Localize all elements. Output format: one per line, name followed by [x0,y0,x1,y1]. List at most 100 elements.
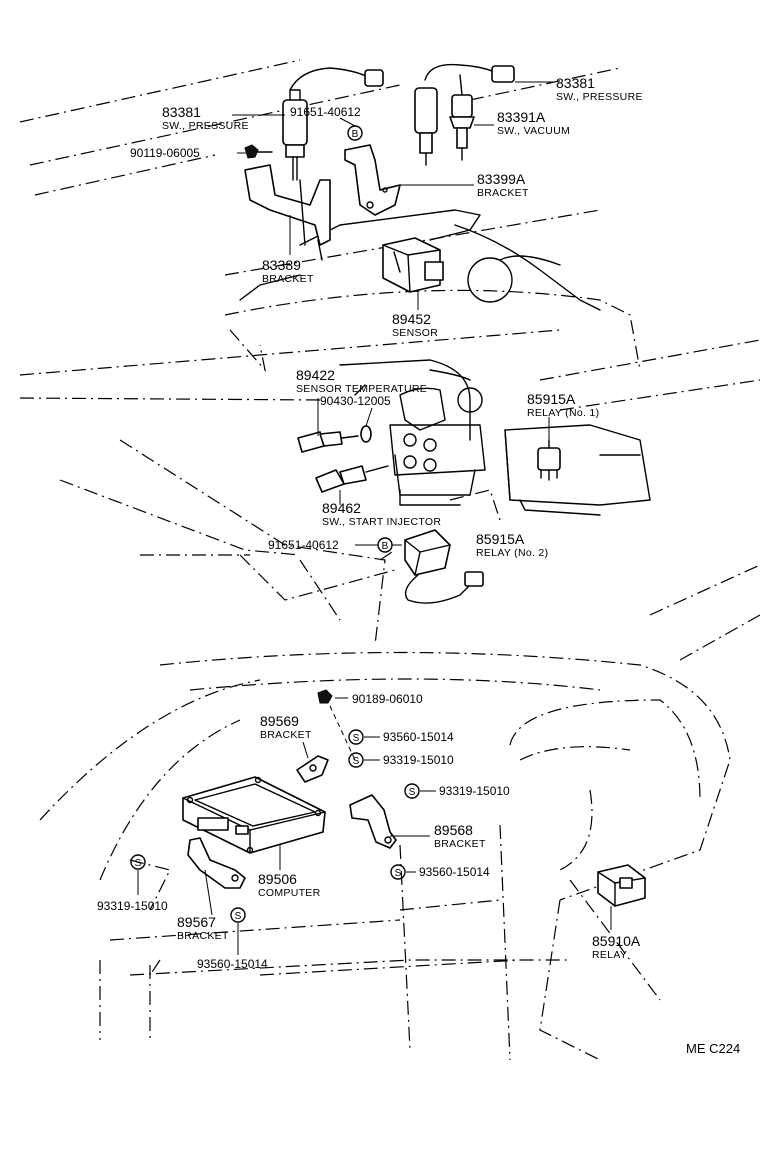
body-outline [19,59,761,1061]
svg-text:SW., PRESSURE: SW., PRESSURE [556,91,643,103]
svg-text:90119-06005: 90119-06005 [130,146,200,160]
label-93319-b: 93319-15010 [439,784,510,798]
svg-text:SW., PRESSURE: SW., PRESSURE [162,120,249,132]
svg-text:85915A: 85915A [527,391,576,407]
bolt-symbol-b-mid: B [377,537,393,553]
label-89506: 89506 COMPUTER [258,871,321,899]
label-83391A: 83391A SW., VACUUM [497,109,570,137]
svg-text:93560-15014: 93560-15014 [197,957,268,971]
bolt-90189 [317,689,356,761]
svg-text:SW., START INJECTOR: SW., START INJECTOR [322,516,441,528]
label-89452: 89452 SENSOR [392,311,438,339]
screw-symbol-s-4: S [390,864,406,880]
vacuum-switch [449,74,475,161]
svg-text:BRACKET: BRACKET [177,930,229,942]
bracket-83389 [244,164,331,261]
label-91651-mid: 91651-40612 [268,538,339,552]
svg-text:89506: 89506 [258,871,297,887]
svg-text:83391A: 83391A [497,109,546,125]
svg-text:85915A: 85915A [476,531,525,547]
label-90119: 90119-06005 [130,146,200,160]
engine-outline [239,209,601,506]
pressure-switch-left [282,67,384,181]
screw-symbol-s-5: S [130,854,146,870]
svg-text:S: S [353,733,360,744]
svg-text:RELAY (No. 2): RELAY (No. 2) [476,547,548,559]
svg-text:89452: 89452 [392,311,431,327]
bracket-83399A [344,144,401,216]
label-89422: 89422 SENSOR TEMPERATURE [296,367,427,395]
label-91651-top: 91651-40612 [290,105,361,119]
screw-symbol-s-2: S [348,752,364,768]
svg-text:85910A: 85910A [592,933,641,949]
leader-lines [137,81,612,955]
svg-text:89422: 89422 [296,367,335,383]
svg-text:S: S [235,911,242,922]
svg-text:93560-15014: 93560-15014 [419,865,490,879]
svg-text:93319-15010: 93319-15010 [383,753,454,767]
label-93560-b: 93560-15014 [419,865,490,879]
svg-text:89569: 89569 [260,713,299,729]
svg-text:89462: 89462 [322,500,361,516]
svg-text:93319-15010: 93319-15010 [439,784,510,798]
sensor-89452 [382,237,444,293]
svg-text:B: B [382,541,389,552]
label-93560-c: 93560-15014 [197,957,268,971]
relay-no2-85915A [404,529,484,604]
label-89567: 89567 BRACKET [177,914,229,942]
svg-text:S: S [409,787,416,798]
svg-text:RELAY: RELAY [592,949,627,961]
sensor-temperature-89422 [297,425,372,453]
relay-no1-85915A [537,439,561,481]
svg-text:93319-15010: 93319-15010 [97,899,168,913]
label-89462: 89462 SW., START INJECTOR [322,500,441,528]
bolt-90119 [244,144,273,159]
screw-symbol-s-1: S [348,729,364,745]
svg-text:83399A: 83399A [477,171,526,187]
svg-text:RELAY (No. 1): RELAY (No. 1) [527,407,599,419]
svg-text:89568: 89568 [434,822,473,838]
computer-89506 [182,776,326,854]
label-85915A-2: 85915A RELAY (No. 2) [476,531,548,559]
label-93319-c: 93319-15010 [97,899,168,913]
label-89568: 89568 BRACKET [434,822,486,850]
label-93319-a: 93319-15010 [383,753,454,767]
svg-text:B: B [352,129,359,140]
svg-text:SENSOR TEMPERATURE: SENSOR TEMPERATURE [296,383,427,395]
label-83381-left: 83381 SW., PRESSURE [162,104,249,132]
svg-text:89567: 89567 [177,914,216,930]
svg-text:BRACKET: BRACKET [434,838,486,850]
svg-text:SENSOR: SENSOR [392,327,438,339]
svg-text:91651-40612: 91651-40612 [290,105,361,119]
svg-text:90189-06010: 90189-06010 [352,692,423,706]
svg-text:83381: 83381 [556,75,595,91]
svg-text:BRACKET: BRACKET [260,729,312,741]
svg-text:90430-12005: 90430-12005 [320,394,391,408]
svg-text:91651-40612: 91651-40612 [268,538,339,552]
label-83389: 83389 BRACKET [262,257,314,285]
label-90189: 90189-06010 [352,692,423,706]
svg-text:S: S [353,756,360,767]
svg-text:BRACKET: BRACKET [477,187,529,199]
relay-box [504,424,651,516]
screw-symbol-s-6: S [230,907,246,923]
label-89569: 89569 BRACKET [260,713,312,741]
bracket-89568 [349,794,397,849]
svg-text:S: S [135,858,142,869]
bracket-89569 [296,755,329,783]
label-83381-right: 83381 SW., PRESSURE [556,75,643,103]
pressure-switch-right [414,63,515,166]
svg-text:COMPUTER: COMPUTER [258,887,321,899]
svg-text:SW., VACUUM: SW., VACUUM [497,125,570,137]
svg-text:83389: 83389 [262,257,301,273]
label-83399A: 83399A BRACKET [477,171,529,199]
svg-text:93560-15014: 93560-15014 [383,730,454,744]
label-93560-a: 93560-15014 [383,730,454,744]
screw-symbol-s-3: S [404,783,420,799]
reference-code: ME C224 [686,1041,740,1056]
relay-85910A [597,864,646,907]
svg-text:83381: 83381 [162,104,201,120]
switch-start-injector-89462 [315,465,389,493]
bracket-89567 [187,837,246,889]
